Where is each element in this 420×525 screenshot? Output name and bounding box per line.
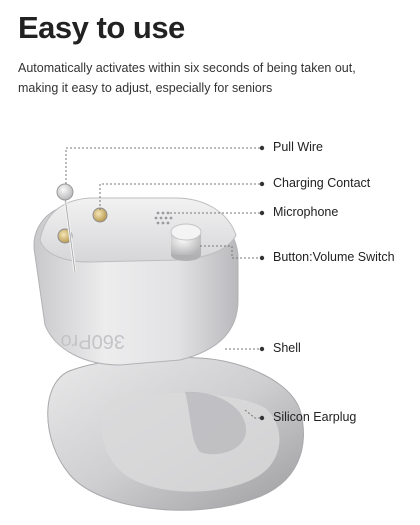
callout-leaders (65, 147, 262, 419)
silicon-earplug (47, 356, 304, 511)
microphone-icon (154, 211, 173, 225)
page-title: Easy to use (18, 10, 185, 45)
callout-silicon-earplug: Silicon Earplug (273, 410, 357, 424)
volume-button-icon (170, 223, 202, 261)
callout-volume-switch: Button:Volume Switch (273, 250, 395, 264)
charging-contact-icon (57, 207, 108, 244)
hearing-aid-illustration: 360Pro (33, 145, 304, 511)
page-subtitle: Automatically activates within six secon… (18, 58, 408, 98)
callout-dots (259, 145, 265, 421)
callout-shell: Shell (273, 341, 301, 355)
subtitle-line-2: making it easy to adjust, especially for… (18, 81, 273, 95)
pull-wire-icon (56, 183, 77, 273)
callout-pull-wire: Pull Wire (273, 140, 324, 154)
shell-engraving: 360Pro (61, 330, 126, 352)
subtitle-line-1: Automatically activates within six secon… (18, 61, 356, 75)
callout-microphone: Microphone (273, 205, 339, 219)
shell: 360Pro (33, 197, 239, 366)
callout-charging-contact: Charging Contact (273, 176, 371, 190)
